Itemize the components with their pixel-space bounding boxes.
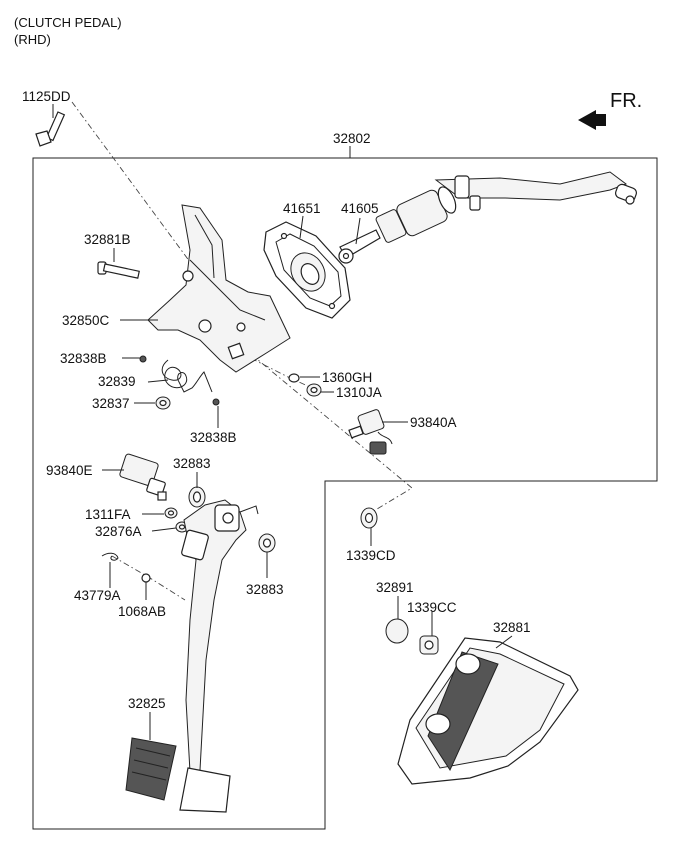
callout-1339CC: 1339CC xyxy=(407,600,457,615)
callout-32883-upper: 32883 xyxy=(173,456,211,471)
callout-32839: 32839 xyxy=(98,374,136,389)
leader-32876A xyxy=(151,527,177,532)
assembly-frame xyxy=(32,157,658,830)
master-cylinder-41605 xyxy=(338,171,637,264)
callout-32837: 32837 xyxy=(92,396,130,411)
washer-1360GH xyxy=(288,373,300,383)
callout-1360GH: 1360GH xyxy=(322,370,372,385)
callout-32881B: 32881B xyxy=(84,232,131,247)
callout-32883-lower: 32883 xyxy=(246,582,284,597)
callout-43779A: 43779A xyxy=(74,588,121,603)
clutch-pedal-32825 xyxy=(125,499,259,813)
pedal-pad-32881 xyxy=(397,637,579,785)
gasket-plate-41651 xyxy=(263,221,351,319)
nut-32838B-lower xyxy=(212,398,220,406)
washer-1068AB xyxy=(141,573,151,583)
callout-93840E: 93840E xyxy=(46,463,93,478)
callout-32881: 32881 xyxy=(493,620,531,635)
callout-32838B-lower: 32838B xyxy=(190,430,237,445)
front-direction-arrow xyxy=(578,110,606,130)
callout-32891: 32891 xyxy=(376,580,414,595)
callout-1125DD: 1125DD xyxy=(22,89,71,104)
centerline-bolt xyxy=(71,101,208,286)
leader-32839 xyxy=(147,379,169,383)
callout-1068AB: 1068AB xyxy=(118,604,166,619)
cap-32891 xyxy=(385,618,409,644)
callout-32850C: 32850C xyxy=(62,313,110,328)
callout-93840A: 93840A xyxy=(410,415,457,430)
nut-1310JA xyxy=(306,383,322,397)
clutch-switch-93840A xyxy=(348,409,393,455)
diagram-title: (CLUTCH PEDAL) xyxy=(14,15,122,30)
nut-1311FA xyxy=(164,507,178,519)
front-direction-label: FR. xyxy=(610,90,642,112)
bolt-32881B xyxy=(97,261,140,279)
leader-41605 xyxy=(355,217,361,245)
spacer-1339CC xyxy=(419,635,439,655)
spacer-1339CD xyxy=(360,507,378,529)
clutch-switch-93840E xyxy=(119,453,167,501)
callout-41605: 41605 xyxy=(341,201,379,216)
callout-32825: 32825 xyxy=(128,696,166,711)
callout-1311FA: 1311FA xyxy=(85,507,131,522)
bushing-32883-upper xyxy=(188,486,206,508)
callout-32876A: 32876A xyxy=(95,524,142,539)
bushing-32837 xyxy=(155,396,171,410)
bolt-1125DD xyxy=(35,111,66,147)
callout-1339CD: 1339CD xyxy=(346,548,396,563)
callout-32838B-upper: 32838B xyxy=(60,351,107,366)
nut-32838B-upper xyxy=(139,355,147,363)
return-spring-32839 xyxy=(161,359,213,393)
callout-32802: 32802 xyxy=(333,131,371,146)
bushing-32883-lower xyxy=(258,533,276,553)
leader-32881 xyxy=(495,635,513,649)
callout-1310JA: 1310JA xyxy=(336,385,382,400)
centerline-bracket xyxy=(209,319,413,513)
leader-41651 xyxy=(299,215,304,239)
diagram-subtitle: (RHD) xyxy=(14,32,51,47)
pedal-bracket-32850C xyxy=(147,204,291,373)
callout-41651: 41651 xyxy=(283,201,321,216)
clip-43779A xyxy=(101,552,119,561)
